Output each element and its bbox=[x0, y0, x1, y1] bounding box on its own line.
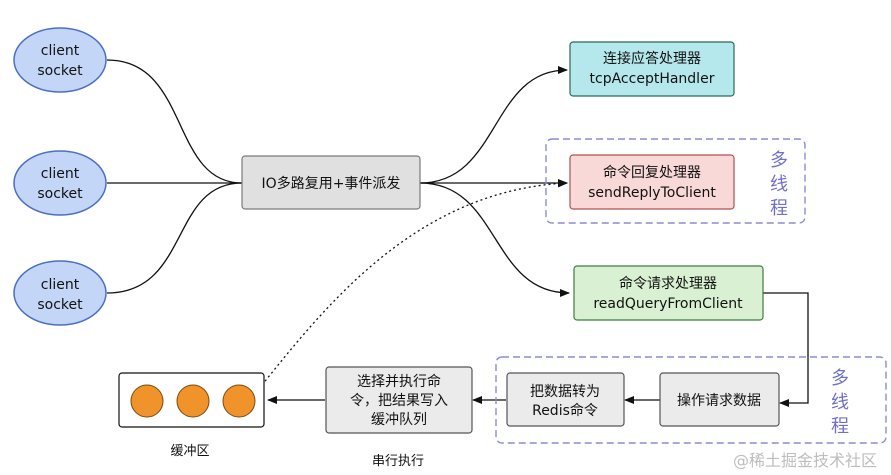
socket-label-line1: client bbox=[41, 166, 80, 182]
multithread-char: 线 bbox=[831, 392, 849, 413]
query-handler-node: 命令请求处理器 readQueryFromClient bbox=[573, 265, 764, 321]
connectors bbox=[106, 59, 809, 407]
buffer-node: 缓冲区 bbox=[118, 372, 265, 459]
edge-socket1-to-multiplexer bbox=[106, 59, 243, 184]
socket-1: client socket bbox=[13, 27, 107, 93]
socket-label-line2: socket bbox=[37, 186, 83, 202]
multithread-char: 线 bbox=[770, 174, 788, 195]
handler-func: sendReplyToClient bbox=[588, 185, 716, 201]
convert-node: 把数据转为 Redis命令 bbox=[506, 372, 625, 427]
socket-label-line2: socket bbox=[37, 297, 83, 313]
multithread-char: 多 bbox=[831, 368, 849, 389]
convert-label-line1: 把数据转为 bbox=[530, 384, 600, 400]
multithread-region-bottom: 多 线 程 bbox=[495, 356, 887, 444]
socket-label-line1: client bbox=[41, 277, 80, 293]
multithread-region-top: 多 线 程 bbox=[545, 138, 806, 224]
socket-ellipse bbox=[13, 150, 107, 216]
convert-label-line2: Redis命令 bbox=[532, 402, 598, 419]
edge-buffer-to-reply-dotted bbox=[261, 179, 568, 386]
socket-2: client socket bbox=[13, 150, 107, 216]
execute-node: 选择并执行命 令，把结果写入 缓冲队列 bbox=[325, 366, 473, 434]
execute-label-line3: 缓冲队列 bbox=[371, 412, 427, 428]
multithread-char: 程 bbox=[770, 198, 788, 219]
handler-name: 命令回复处理器 bbox=[603, 164, 701, 181]
read-data-node: 操作请求数据 bbox=[659, 372, 780, 427]
multithread-char: 程 bbox=[831, 416, 849, 437]
multiplexer-label: IO多路复用+事件派发 bbox=[262, 175, 401, 192]
edge-multiplexer-to-accept bbox=[419, 66, 568, 184]
handler-func: tcpAcceptHandler bbox=[590, 71, 715, 87]
buffer-label: 缓冲区 bbox=[170, 444, 209, 459]
execute-label-line1: 选择并执行命 bbox=[357, 373, 441, 390]
edge-multiplexer-to-query bbox=[419, 182, 570, 297]
multithread-char: 多 bbox=[770, 150, 788, 171]
serial-execution-label: 串行执行 bbox=[372, 454, 424, 469]
socket-label-line1: client bbox=[41, 43, 80, 59]
handler-name: 连接应答处理器 bbox=[603, 50, 701, 67]
buffer-item bbox=[130, 384, 164, 418]
watermark: @稀土掘金技术社区 bbox=[733, 451, 877, 470]
buffer-item bbox=[222, 384, 256, 418]
edge-query-to-read-data bbox=[763, 292, 809, 407]
socket-ellipse bbox=[13, 260, 107, 326]
execute-label-line2: 令，把结果写入 bbox=[350, 393, 448, 409]
socket-3: client socket bbox=[13, 260, 107, 326]
read-data-label: 操作请求数据 bbox=[677, 393, 761, 409]
reply-handler-node: 命令回复处理器 sendReplyToClient bbox=[569, 154, 735, 210]
socket-label-line2: socket bbox=[37, 63, 83, 79]
handler-name: 命令请求处理器 bbox=[619, 275, 717, 292]
multiplexer-node: IO多路复用+事件派发 bbox=[241, 155, 421, 210]
edge-socket3-to-multiplexer bbox=[106, 182, 243, 294]
handler-func: readQueryFromClient bbox=[593, 296, 743, 312]
buffer-item bbox=[176, 384, 210, 418]
accept-handler-node: 连接应答处理器 tcpAcceptHandler bbox=[569, 41, 735, 97]
socket-ellipse bbox=[13, 27, 107, 93]
